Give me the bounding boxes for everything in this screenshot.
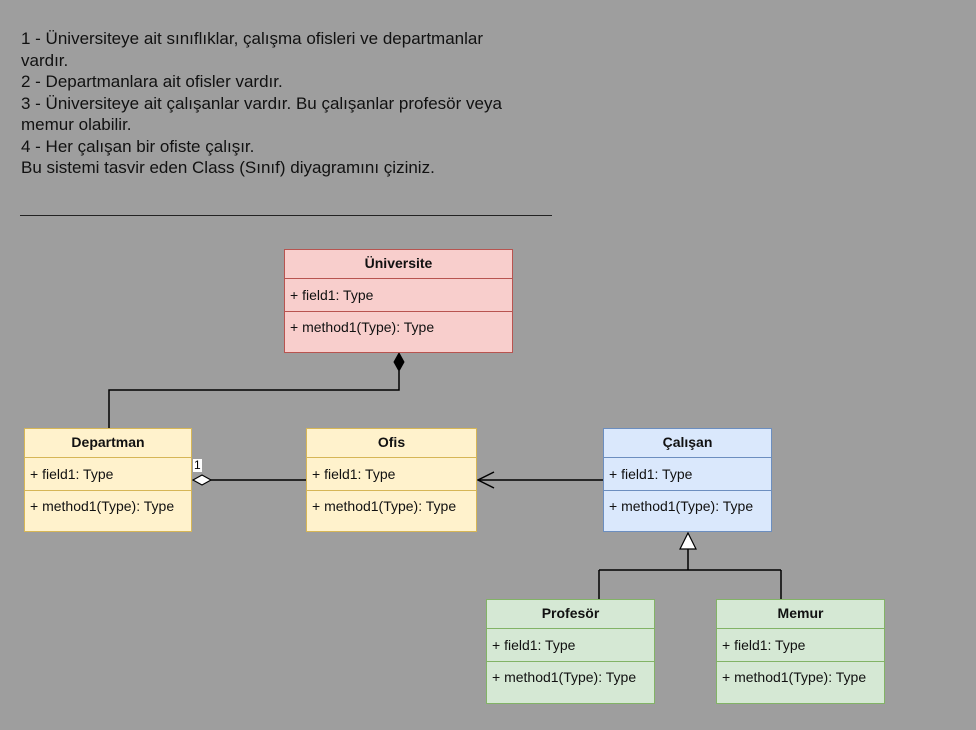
class-name: Üniversite	[285, 250, 512, 279]
aggregation-diamond	[191, 474, 213, 486]
multiplicity-label: 1	[193, 458, 202, 472]
class-name: Profesör	[487, 600, 654, 629]
task-line: 2 - Departmanlara ait ofisler vardır.	[21, 72, 283, 91]
task-line: 3 - Üniversiteye ait çalışanlar vardır. …	[21, 93, 502, 113]
class-operation: + method1(Type): Type	[290, 319, 435, 335]
class-operation: + method1(Type): Type	[722, 669, 867, 685]
class-operation: + method1(Type): Type	[492, 669, 637, 685]
class-departman[interactable]: Departman + field1: Type + method1(Type)…	[24, 428, 192, 532]
task-line: Bu sistemi tasvir eden Class (Sınıf) diy…	[21, 158, 435, 177]
class-operation: + method1(Type): Type	[30, 498, 175, 514]
class-name: Ofis	[307, 429, 476, 458]
class-attribute: + field1: Type	[487, 629, 654, 662]
class-name: Çalışan	[604, 429, 771, 458]
composition-edge[interactable]	[108, 371, 400, 429]
task-line: vardır.	[21, 50, 69, 70]
class-name: Memur	[717, 600, 884, 629]
composition-diamond	[393, 351, 405, 373]
class-attribute: + field1: Type	[604, 458, 771, 491]
class-memur[interactable]: Memur + field1: Type + method1(Type): Ty…	[716, 599, 885, 704]
task-line: memur olabilir.	[21, 115, 132, 134]
class-operation: + method1(Type): Type	[609, 498, 754, 514]
association-arrowhead	[476, 471, 495, 489]
class-attribute: + field1: Type	[25, 458, 191, 491]
separator-line	[20, 215, 552, 216]
task-description: 1 - Üniversiteye ait sınıflıklar, çalışm…	[21, 28, 541, 179]
task-line: 4 - Her çalışan bir ofiste çalışır.	[21, 136, 255, 156]
generalization-triangle	[679, 531, 697, 550]
class-attribute: + field1: Type	[307, 458, 476, 491]
class-attribute: + field1: Type	[717, 629, 884, 662]
task-line: 1 - Üniversiteye ait sınıflıklar, çalışm…	[21, 29, 484, 48]
class-calisan[interactable]: Çalışan + field1: Type + method1(Type): …	[603, 428, 772, 532]
class-ofis[interactable]: Ofis + field1: Type + method1(Type): Typ…	[306, 428, 477, 532]
class-name: Departman	[25, 429, 191, 458]
class-universite[interactable]: Üniversite + field1: Type + method1(Type…	[284, 249, 513, 353]
class-profesor[interactable]: Profesör + field1: Type + method1(Type):…	[486, 599, 655, 704]
class-operation: + method1(Type): Type	[312, 498, 457, 514]
class-attribute: + field1: Type	[285, 279, 512, 312]
